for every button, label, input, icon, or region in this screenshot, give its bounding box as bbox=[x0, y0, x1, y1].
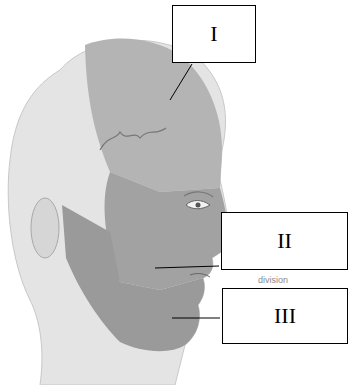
roman-numeral: II bbox=[277, 228, 292, 254]
maxillary-region bbox=[105, 172, 232, 290]
label-box: II bbox=[221, 212, 348, 270]
eye bbox=[186, 201, 210, 209]
mouth bbox=[190, 274, 210, 277]
roman-numeral: III bbox=[274, 303, 296, 329]
eyebrow bbox=[184, 192, 213, 197]
label-box: III bbox=[222, 288, 348, 344]
leader-line bbox=[155, 266, 219, 268]
hairline bbox=[100, 128, 166, 150]
faint-label: division bbox=[258, 275, 288, 285]
roman-numeral: I bbox=[210, 21, 217, 47]
leader-line bbox=[172, 318, 220, 319]
leader-line bbox=[170, 64, 192, 100]
pupil bbox=[196, 203, 201, 208]
label-box: I bbox=[172, 5, 256, 63]
mandibular-region bbox=[62, 205, 204, 351]
ear bbox=[31, 198, 59, 258]
